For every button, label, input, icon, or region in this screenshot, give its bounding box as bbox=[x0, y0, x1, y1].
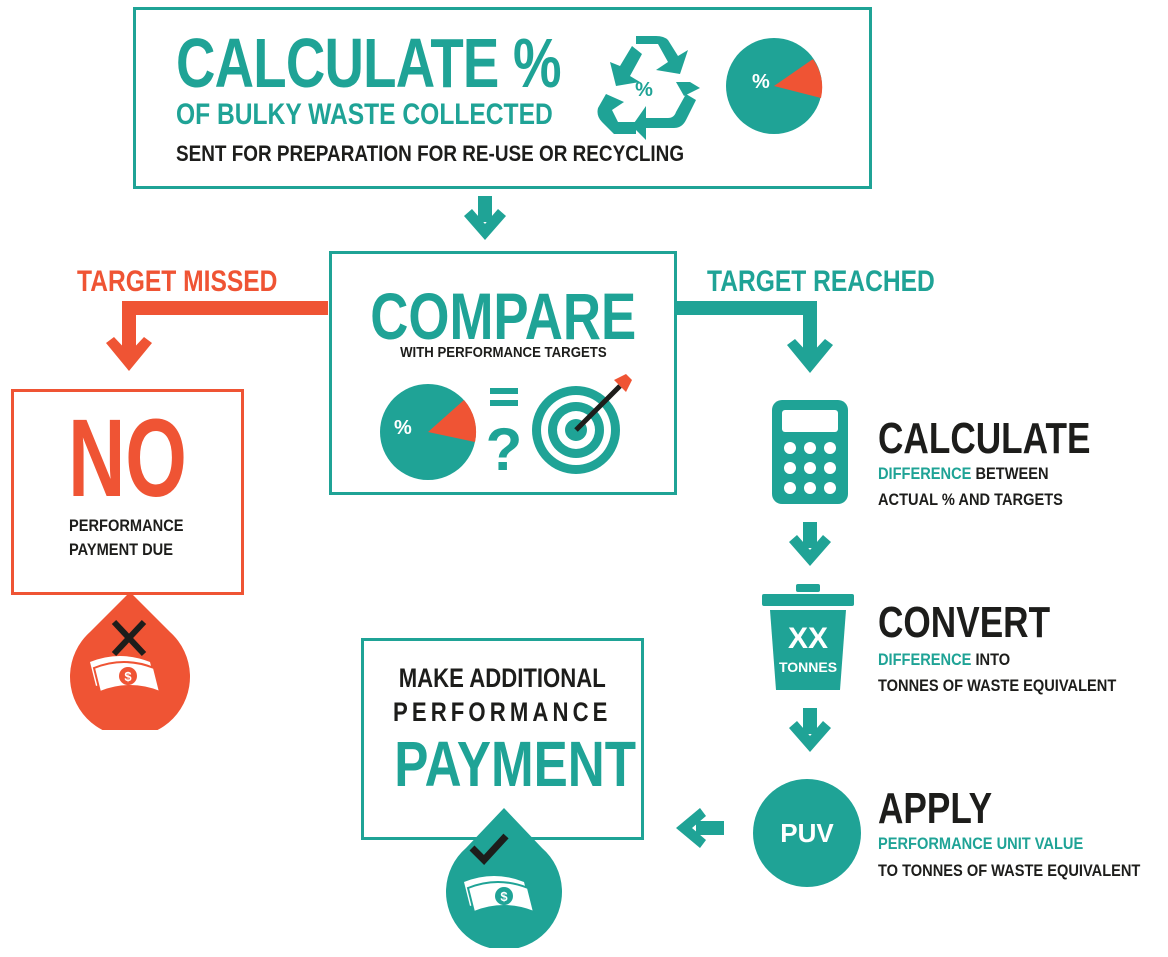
pie-chart-icon: % bbox=[724, 36, 824, 136]
target-reached-label: TARGET REACHED bbox=[707, 265, 935, 298]
svg-text:PUV: PUV bbox=[780, 818, 834, 848]
no-line2: PAYMENT DUE bbox=[69, 540, 173, 559]
calculator-icon bbox=[772, 400, 848, 504]
step-apply-desc1: PERFORMANCE UNIT VALUE bbox=[878, 834, 1117, 854]
svg-text:%: % bbox=[752, 71, 770, 93]
svg-text:$: $ bbox=[124, 669, 132, 684]
step-calculate-highlight: DIFFERENCE bbox=[878, 464, 972, 483]
step-convert-desc1: DIFFERENCE INTO bbox=[878, 650, 1032, 670]
step-calculate-desc2: ACTUAL % AND TARGETS bbox=[878, 490, 1063, 509]
arrow-down-icon bbox=[787, 522, 833, 570]
no-payment-box: NO PERFORMANCE PAYMENT DUE bbox=[11, 389, 244, 595]
step-calculate-rest: BETWEEN bbox=[971, 464, 1049, 483]
reached-connector-arrow bbox=[677, 297, 847, 387]
equals-question-icon: ? bbox=[484, 382, 528, 483]
svg-text:$: $ bbox=[500, 889, 508, 904]
no-money-drop-icon: $ bbox=[60, 592, 200, 737]
step-apply-highlight: PERFORMANCE UNIT VALUE bbox=[878, 834, 1084, 853]
arrow-down-icon bbox=[462, 196, 508, 244]
calculate-title: CALCULATE % bbox=[176, 24, 561, 102]
payment-line2: PERFORMANCE bbox=[393, 697, 612, 727]
waste-bin-icon: XX TONNES bbox=[762, 584, 854, 690]
additional-payment-box: MAKE ADDITIONAL PERFORMANCE PAYMENT bbox=[361, 638, 644, 840]
step-calculate-desc1: DIFFERENCE BETWEEN bbox=[878, 464, 1076, 484]
no-title: NO bbox=[68, 397, 187, 520]
svg-text:XX: XX bbox=[788, 622, 828, 655]
arrow-down-icon bbox=[787, 708, 833, 756]
svg-text:?: ? bbox=[486, 416, 523, 478]
svg-text:%: % bbox=[394, 417, 412, 439]
missed-connector-arrow bbox=[100, 297, 330, 387]
no-line1: PERFORMANCE bbox=[69, 516, 184, 535]
svg-text:%: % bbox=[635, 79, 653, 101]
svg-text:TONNES: TONNES bbox=[779, 659, 837, 675]
target-missed-label: TARGET MISSED bbox=[77, 265, 278, 298]
step-convert-rest: INTO bbox=[971, 650, 1011, 669]
arrow-left-icon bbox=[674, 806, 724, 850]
compare-box: COMPARE WITH PERFORMANCE TARGETS % ? bbox=[329, 251, 677, 495]
step-apply-desc2: TO TONNES OF WASTE EQUIVALENT bbox=[878, 861, 1141, 880]
target-icon bbox=[528, 372, 634, 478]
step-apply-title: APPLY bbox=[878, 784, 993, 833]
step-convert-desc2: TONNES OF WASTE EQUIVALENT bbox=[878, 676, 1117, 695]
payment-line1: MAKE ADDITIONAL bbox=[398, 663, 607, 693]
calculate-percent-box: CALCULATE % OF BULKY WASTE COLLECTED SEN… bbox=[133, 7, 872, 189]
step-calculate-title: CALCULATE bbox=[878, 414, 1091, 463]
compare-subtitle: WITH PERFORMANCE TARGETS bbox=[399, 344, 607, 361]
compare-title: COMPARE bbox=[370, 279, 636, 353]
pie-chart-icon: % bbox=[378, 382, 478, 482]
step-convert-highlight: DIFFERENCE bbox=[878, 650, 972, 669]
payment-line3: PAYMENT bbox=[394, 728, 637, 800]
step-convert-title: CONVERT bbox=[878, 598, 1051, 647]
payment-money-drop-icon: $ bbox=[438, 808, 570, 950]
recycle-icon: % bbox=[596, 36, 706, 140]
calculate-subtitle: OF BULKY WASTE COLLECTED bbox=[176, 98, 553, 131]
puv-icon: PUV bbox=[752, 778, 862, 888]
calculate-detail: SENT FOR PREPARATION FOR RE-USE OR RECYC… bbox=[176, 141, 685, 166]
